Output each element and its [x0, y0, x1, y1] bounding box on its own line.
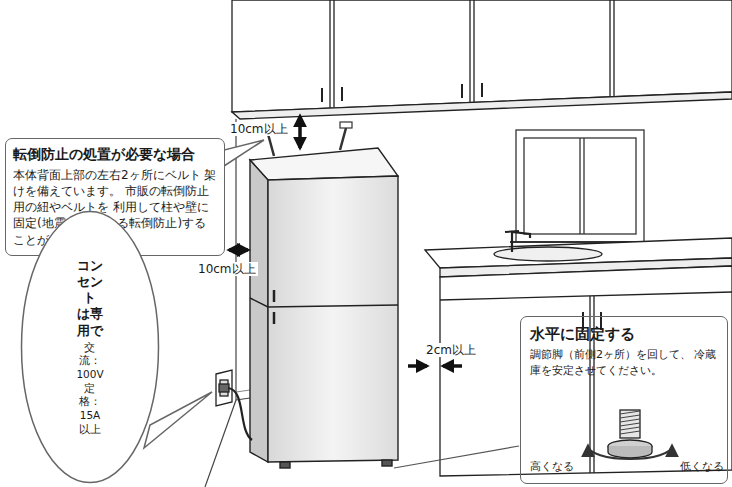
adjusting-foot: [588, 410, 672, 459]
callout-bubble: コンセント は専用で交流：100V定格：15A以上: [20, 210, 160, 484]
callout-heading: 水平に固定する: [530, 324, 718, 344]
clearance-arrow: [229, 116, 462, 366]
dimension-label: 10cm以上: [228, 122, 290, 136]
leader-line: [394, 446, 519, 468]
note-box: 水平に固定する調節脚（前側2ヶ所）を回して、 冷蔵庫を安定させてください。: [520, 316, 728, 484]
spec-text: 定格：15A以上: [76, 382, 103, 437]
bubble-outline: [22, 211, 159, 482]
callout-heading: 転倒防止の処置が必要な場合: [13, 145, 217, 164]
thread-line: [620, 419, 640, 422]
thread-line: [620, 423, 640, 426]
refrigerator: [250, 148, 398, 468]
window: [510, 130, 650, 242]
direction-label: 高くなる: [528, 460, 576, 473]
kitchen-counter: [425, 231, 732, 476]
wall-outlet: [216, 370, 252, 440]
thread-line: [620, 415, 640, 418]
dimension-label: 10cm以上: [196, 262, 258, 276]
dimension-label: 2cm以上: [424, 343, 478, 357]
callout-heading: コンセント は専用で: [76, 258, 103, 339]
spec-text: 交流：100V: [76, 341, 103, 382]
callout-body: 調節脚（前側2ヶ所）を回して、 冷蔵庫を安定させてください。: [530, 347, 718, 378]
thread-line: [620, 427, 640, 430]
thread-line: [620, 411, 640, 414]
direction-label: 低くなる: [678, 460, 726, 473]
thread-line: [620, 431, 640, 434]
upper-cabinet: [232, 0, 732, 119]
